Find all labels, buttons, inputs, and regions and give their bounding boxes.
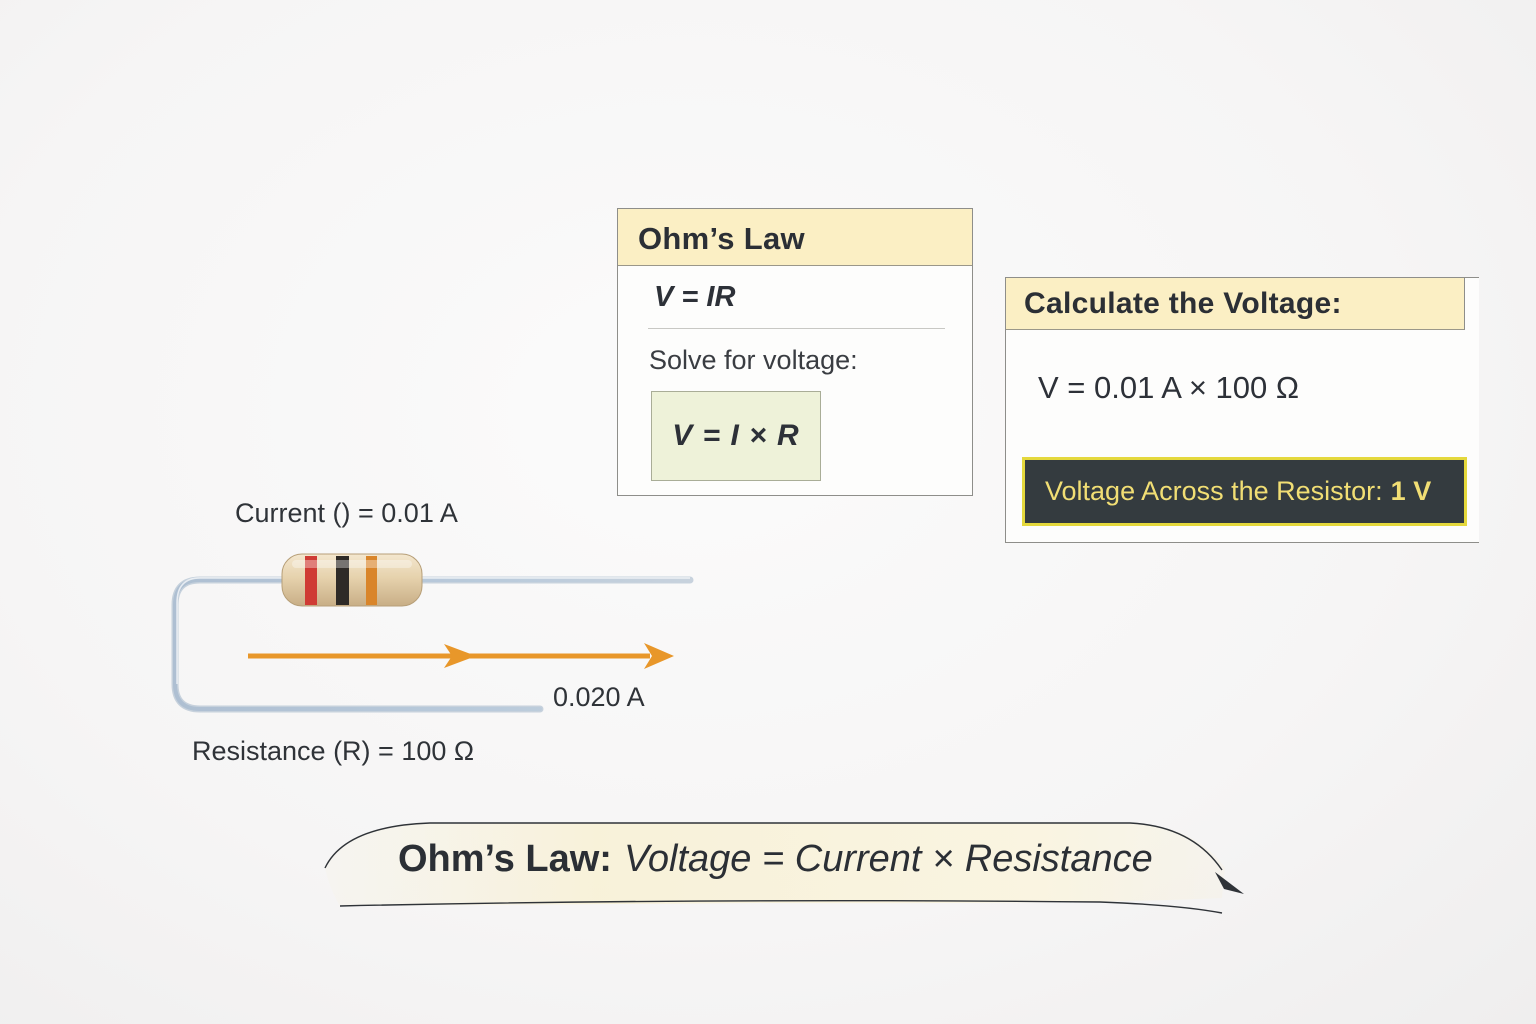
solve-for-voltage-label: Solve for voltage:	[649, 345, 858, 375]
calculate-voltage-title: Calculate the Voltage:	[1006, 278, 1465, 330]
resistor-band	[336, 556, 349, 605]
calculation-formula: V = 0.01 A × 100 Ω	[1038, 370, 1300, 405]
ohms-law-card-title: Ohm’s Law	[618, 209, 972, 266]
solve-formula-box: V = I × R	[651, 391, 821, 481]
voltage-result-value: 1 V	[1390, 476, 1432, 506]
current-label: Current () = 0.01 A	[235, 498, 458, 528]
summary-banner-shape	[324, 822, 1244, 914]
voltage-result-box: Voltage Across the Resistor: 1 V	[1022, 457, 1467, 526]
banner-equation: Voltage = Current × Resistance	[623, 838, 1153, 880]
banner-arrowhead	[1215, 872, 1244, 894]
banner-prefix: Ohm’s Law:	[398, 838, 612, 880]
calculate-voltage-card: Calculate the Voltage: V = 0.01 A × 100 …	[1005, 277, 1479, 543]
card-divider	[648, 328, 945, 329]
wire-loop	[171, 576, 694, 713]
ohms-law-card: Ohm’s Law V = IR Solve for voltage: V = …	[617, 208, 973, 496]
current-arrow	[248, 643, 674, 669]
voltage-result-label: Voltage Across the Resistor:	[1045, 476, 1383, 506]
resistance-label: Resistance (R) = 100 Ω	[192, 736, 475, 766]
arrow-current-value: 0.020 A	[553, 682, 645, 712]
ohms-law-formula: V = IR	[654, 281, 736, 313]
resistor-band	[366, 556, 377, 605]
resistor	[281, 553, 423, 607]
resistor-band	[305, 556, 317, 605]
summary-banner: Ohm’s Law: Voltage = Current × Resistance	[398, 838, 1153, 881]
